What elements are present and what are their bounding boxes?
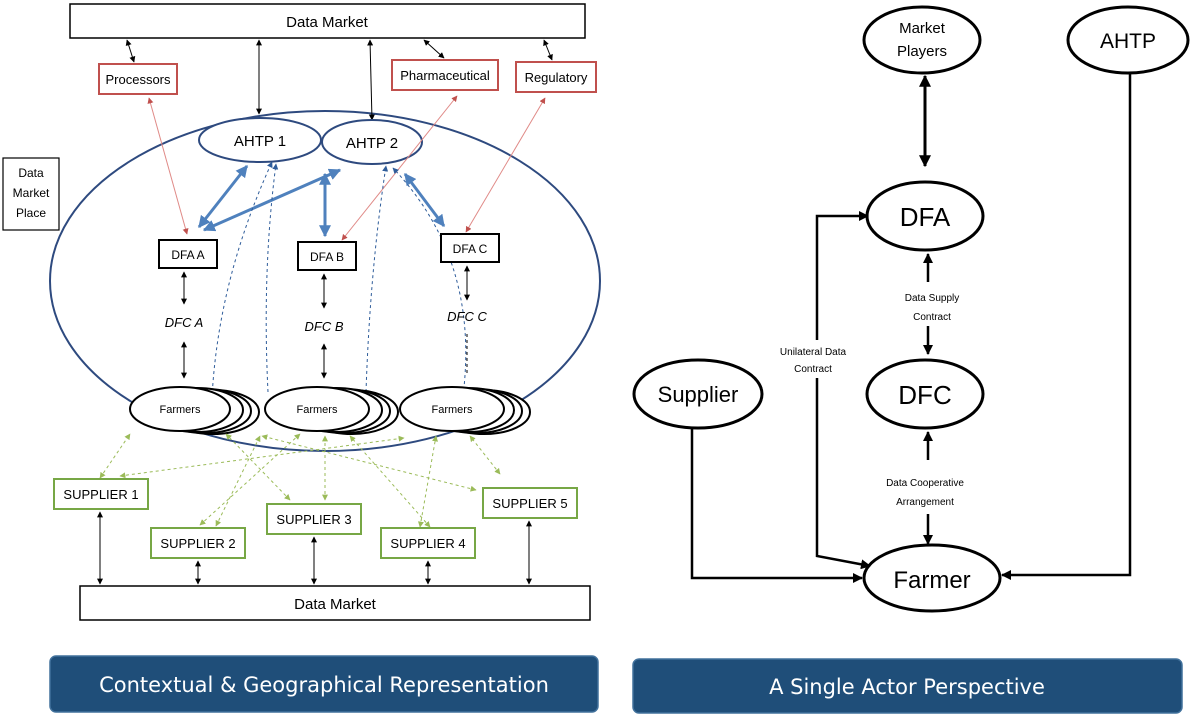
arrow-market-pharma [423,39,445,59]
farmer-node [862,543,1002,613]
blue-arrow-ahtp1-dfaa [197,165,249,228]
market-players-line2: Players [897,43,947,60]
left-caption-banner [49,655,599,713]
supplier-1-label: SUPPLIER 1 [63,487,138,502]
dfa-a-box [158,239,218,269]
right-caption-banner [632,658,1183,714]
farmers-b-label: Farmers [297,404,338,416]
supplier-2-box [150,527,246,559]
dashed-farmers-b-ahtp2 [365,165,389,393]
market-players-node [862,5,982,75]
supplier-1-box [53,478,149,510]
supplier-5-label: SUPPLIER 5 [492,496,567,511]
dfc-b-label: DFC B [305,319,344,334]
arrow-market-ahtp2 [367,39,375,121]
dfa-c-label: DFA C [453,242,488,256]
marketplace-label-line1: Data [18,166,44,180]
arrow-market-regulatory [543,39,553,61]
dfa-a-label: DFA A [171,248,204,262]
data-marketplace-box [2,157,60,231]
arrow-dfa-farmer-unilateral [815,211,871,570]
dfc-a-label: DFC A [165,315,204,330]
right-caption-label: A Single Actor Perspective [769,675,1045,699]
supplier-3-label: SUPPLIER 3 [276,512,351,527]
red-arrow-regulatory-dfac [465,97,546,233]
pharmaceutical-box [391,59,499,91]
supplier-5-box [482,487,578,519]
dfa-c-box [440,233,500,263]
supplier-label: Supplier [658,382,739,407]
farmer-label: Farmer [893,567,970,594]
arrow-ahtp-farmer [1001,74,1132,580]
processors-box [98,63,178,95]
coop-arrangement-line2: Arrangement [896,497,954,508]
dashed-farmers-b-ahtp1 [265,163,279,393]
regulatory-box [515,61,597,93]
dashed-farmers-c-ahtp2 [392,167,467,397]
dfa-b-label: DFA B [310,250,344,264]
regulatory-label: Regulatory [525,70,588,85]
processors-label: Processors [105,72,171,87]
data-supply-contract-line1: Data Supply [905,293,959,304]
farmers-a-label: Farmers [160,404,201,416]
arrow-supplier-farmer [690,428,863,583]
ahtp-node [1066,5,1190,75]
bottom-data-market-label: Data Market [294,596,377,613]
arrow-market-processors [125,39,136,63]
market-players-line1: Market [899,20,946,37]
supplier-4-label: SUPPLIER 4 [390,536,465,551]
pharmaceutical-label: Pharmaceutical [400,68,490,83]
left-panel: Data Market Data Market Place Processors… [2,3,601,713]
data-supply-contract-line2: Contract [913,312,951,323]
unilateral-contract-line2: Contract [794,364,832,375]
ahtp1-label: AHTP 1 [234,133,286,150]
farmers-c-label: Farmers [432,404,473,416]
bottom-data-market-box [79,585,591,621]
coop-arrangement-line1: Data Cooperative [886,478,964,489]
farmers-a-stack: Farmers [129,386,260,435]
dfc-label: DFC [898,380,951,410]
supplier-3-box [266,503,362,535]
top-data-market-label: Data Market [286,14,369,31]
ahtp-label: AHTP [1100,30,1156,53]
supplier-farmer-arrows [99,433,501,528]
marketplace-label-line2: Market [13,186,50,200]
marketplace-label-line3: Place [16,206,46,220]
dfa-b-box [297,241,357,271]
right-panel: Market Players AHTP DFA Data Supply Cont… [632,5,1190,714]
supplier-2-label: SUPPLIER 2 [160,536,235,551]
unilateral-contract-line1: Unilateral Data [780,347,847,358]
top-data-market-box [69,3,586,39]
ahtp2-label: AHTP 2 [346,135,398,152]
dashed-farmers-a-ahtp1 [209,161,273,399]
farmers-c-stack: Farmers [399,386,531,435]
blue-arrow-ahtp2-dfac [403,173,446,227]
left-caption-label: Contextual & Geographical Representation [99,673,549,697]
farmers-b-stack: Farmers [264,386,399,435]
unilateral-label-bg [772,340,860,378]
dfa-label: DFA [900,202,951,232]
supplier-node [632,358,764,430]
dfc-c-label: DFC C [447,309,487,324]
red-arrow-processors-dfaa [147,97,189,235]
supplier-4-box [380,527,476,559]
